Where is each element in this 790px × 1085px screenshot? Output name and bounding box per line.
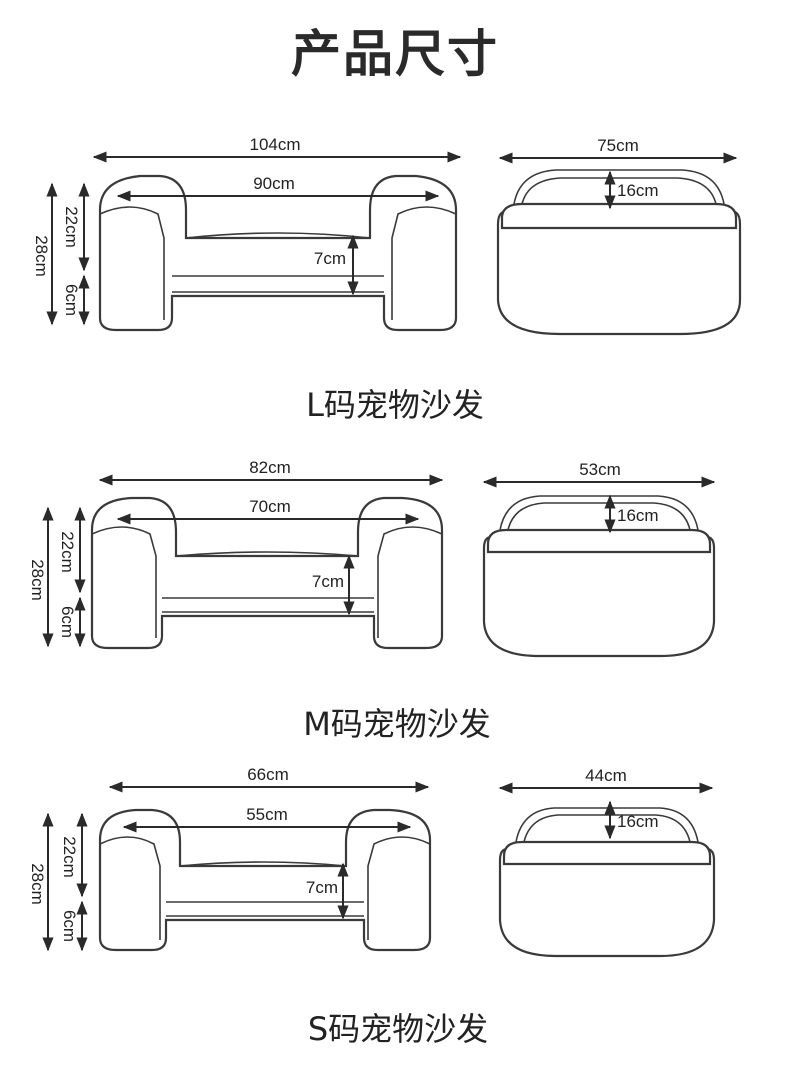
section-caption: L码宠物沙发 [306, 386, 484, 424]
front-view-s [98, 808, 432, 952]
sofa-side-back-inner [523, 814, 691, 843]
total-height-label: 28cm [28, 559, 47, 601]
inner-width-label: 55cm [246, 805, 288, 824]
page-title: 产品尺寸 [291, 25, 499, 83]
side-back-height-label: 16cm [617, 506, 659, 525]
base-height-label: 6cm [58, 606, 77, 638]
base-height-label: 6cm [62, 284, 81, 316]
inner-width-label: 70cm [249, 497, 291, 516]
right-arm-inner [391, 206, 457, 320]
side-view-s [498, 807, 716, 958]
sofa-side-back-inner [507, 502, 691, 531]
sofa-side-back [513, 169, 725, 205]
side-view-m [482, 495, 716, 658]
sofa-side-back [515, 807, 699, 843]
left-arm-inner [91, 526, 157, 638]
sofa-side-body [496, 210, 742, 336]
sofa-side-cushion [486, 528, 712, 554]
seat-cushion [179, 861, 347, 867]
left-arm-inner [99, 206, 165, 320]
sofa-front-outline [98, 174, 458, 332]
seat-lines [166, 901, 364, 917]
sofa-side-body [498, 848, 716, 958]
front-view-l [98, 174, 458, 332]
sofa-side-back [499, 495, 699, 531]
section-s: 66cm 55cm 7cm 28cm 22cm 6cm 44cm 16cm S码… [28, 765, 716, 1048]
back-height-label: 22cm [58, 531, 77, 573]
sofa-side-back-inner [521, 177, 717, 205]
seat-height-label: 7cm [306, 878, 338, 897]
inner-width-label: 90cm [253, 174, 295, 193]
front-view-m [90, 496, 444, 650]
side-back-height-label: 16cm [617, 181, 659, 200]
side-view-l [496, 169, 742, 336]
right-arm-inner [367, 836, 431, 940]
right-arm-inner [377, 526, 443, 638]
seat-height-label: 7cm [312, 572, 344, 591]
left-arm-inner [99, 836, 161, 940]
section-caption: M码宠物沙发 [303, 705, 491, 743]
back-height-label: 22cm [60, 836, 79, 878]
sofa-side-cushion [500, 202, 738, 230]
width-label: 66cm [247, 765, 289, 784]
sofa-side-cushion [502, 840, 712, 866]
seat-cushion [175, 551, 359, 557]
sofa-front-outline [90, 496, 444, 650]
base-height-label: 6cm [60, 910, 79, 942]
back-height-label: 22cm [62, 206, 81, 248]
depth-label: 53cm [579, 460, 621, 479]
depth-label: 75cm [597, 136, 639, 155]
sofa-side-body [482, 536, 716, 658]
section-m: 82cm 70cm 7cm 28cm 22cm 6cm 53cm 16cm M码… [28, 458, 716, 743]
width-label: 82cm [249, 458, 291, 477]
seat-lines [162, 597, 374, 613]
section-caption: S码宠物沙发 [308, 1010, 488, 1048]
section-l: 104cm 90cm 7cm 28cm 22cm 6cm 75cm 16cm L… [32, 135, 742, 424]
side-back-height-label: 16cm [617, 812, 659, 831]
depth-label: 44cm [585, 766, 627, 785]
width-label: 104cm [249, 135, 300, 154]
sofa-front-outline [98, 808, 432, 952]
seat-height-label: 7cm [314, 249, 346, 268]
total-height-label: 28cm [32, 235, 51, 277]
total-height-label: 28cm [28, 863, 47, 905]
